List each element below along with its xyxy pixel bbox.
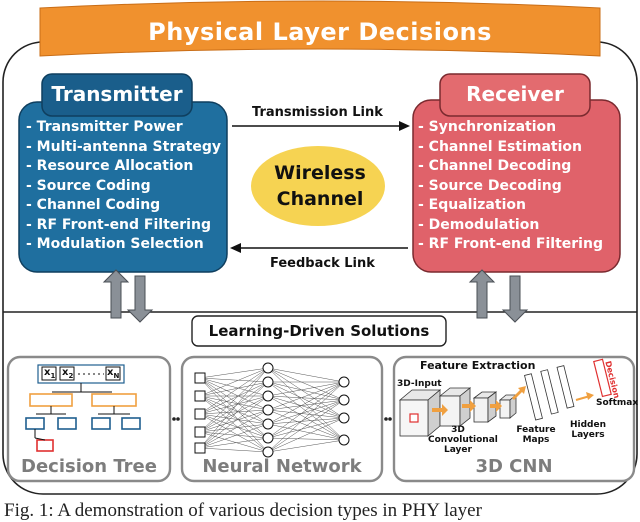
banner-title: Physical Layer Decisions (148, 18, 492, 46)
left-updown-arrows (102, 269, 154, 323)
tree-leaf-2 (57, 417, 77, 430)
cnn-conv-line1: 3D (451, 425, 465, 435)
tree-leaf-3 (91, 417, 111, 430)
nn-hidden-node (262, 376, 274, 388)
nn-input-node (194, 442, 206, 454)
tree-x1-var: x (44, 367, 51, 378)
figure-caption: Fig. 1: A demonstration of various decis… (4, 500, 482, 521)
nn-input-node (194, 390, 206, 402)
tree-leaf-1 (25, 417, 45, 430)
nn-hidden-node (262, 418, 274, 430)
cnn-graphic (398, 358, 612, 437)
wireless-channel-line1: Wireless (274, 162, 366, 184)
decision-tree-caption: Decision Tree (21, 456, 157, 477)
cnn-conv-line2: Convolutional (428, 435, 498, 445)
nn-hidden-node (262, 362, 274, 374)
wireless-channel-ellipse (251, 146, 385, 226)
tree-input-x1 (41, 366, 57, 381)
tree-leaf-4 (121, 417, 141, 430)
feedback-link-label: Feedback Link (270, 256, 375, 271)
transmitter-title: Transmitter (51, 82, 183, 106)
nn-hidden-node (262, 404, 274, 416)
receiver-header (439, 73, 591, 117)
cnn-caption: 3D CNN (475, 456, 553, 477)
neural-network-graphic (194, 362, 350, 458)
cnn-hidden-label: Hidden Layers (568, 420, 608, 440)
banner-ribbon (39, 0, 601, 57)
right-updown-arrows (468, 269, 529, 323)
nn-output-node (338, 376, 350, 388)
tree-x2-label: x2 (62, 367, 73, 380)
nn-hidden-node (262, 446, 274, 458)
cnn-feature-maps-line1: Feature (516, 425, 556, 435)
tree-x1-sub: 1 (50, 372, 56, 380)
wireless-channel-label: Wireless Channel (252, 160, 388, 212)
nn-input-node (194, 426, 206, 438)
feedback-arrowhead (230, 243, 241, 253)
tx-item: - Channel Coding (26, 197, 161, 213)
receiver-decision-list: - Synchronization - Channel Estimation - C… (418, 118, 603, 255)
tree-node-left (29, 393, 73, 407)
cnn-feature-maps-line2: Maps (522, 435, 550, 445)
feature-extraction-label: Feature Extraction (420, 359, 536, 372)
rx-item: - Demodulation (418, 216, 540, 233)
nn-output-node (338, 412, 350, 424)
nn-input-node (194, 372, 206, 384)
tree-xn-sub: N (113, 372, 120, 380)
decision-tree-graphic (25, 364, 141, 452)
rx-item: - Source Decoding (418, 177, 562, 194)
wireless-channel-line2: Channel (276, 188, 364, 210)
nn-output-node (338, 394, 350, 406)
rx-item: - RF Front-end Filtering (418, 236, 603, 252)
tx-item: - Transmitter Power (26, 119, 183, 135)
transmission-link-label: Transmission Link (252, 105, 383, 120)
tx-item: - Multi-antenna Strategy (26, 138, 222, 155)
rx-item: - Synchronization (418, 119, 557, 135)
nn-hidden-node (262, 390, 274, 402)
nn-input-node (194, 408, 206, 420)
tree-x2-var: x (62, 367, 69, 378)
transmitter-decision-list: - Transmitter Power - Multi-antenna Strat… (26, 118, 221, 255)
rx-item: - Channel Decoding (418, 158, 572, 174)
receiver-title: Receiver (466, 82, 564, 106)
nn-output-node (338, 434, 350, 446)
rx-item: - Channel Estimation (418, 138, 582, 155)
rx-item: - Equalization (418, 197, 526, 213)
tx-item: - Resource Allocation (26, 158, 194, 174)
cnn-conv-label: 3D Convolutional Layer (428, 425, 498, 455)
tree-node-right (91, 393, 137, 407)
tree-xn-label: xN (107, 367, 119, 380)
cnn-feature-maps-label: Feature Maps (514, 425, 558, 445)
tree-input-x2 (59, 366, 75, 381)
cnn-input-label: 3D-Input (397, 379, 442, 389)
transmission-arrowhead (399, 121, 410, 131)
cnn-softmax-label: Softmax (596, 398, 639, 408)
neural-network-caption: Neural Network (202, 456, 362, 477)
learning-driven-solutions-label: Learning-Driven Solutions (208, 322, 430, 340)
tree-x2-sub: 2 (68, 372, 74, 380)
tree-x1-label: x1 (44, 367, 55, 380)
tx-item: - RF Front-end Filtering (26, 216, 211, 233)
tree-decision-leaf (36, 439, 54, 452)
panel-separators (172, 417, 392, 421)
tx-item: - Source Coding (26, 177, 151, 194)
cnn-conv-line3: Layer (444, 445, 472, 455)
tx-item: - Modulation Selection (26, 236, 204, 252)
nn-hidden-node (262, 432, 274, 444)
transmitter-header (41, 73, 193, 117)
cnn-hidden-line2: Layers (571, 430, 605, 440)
learning-label-box (191, 315, 447, 347)
cnn-hidden-line1: Hidden (569, 420, 606, 430)
tree-input-xn (105, 366, 121, 381)
tree-xn-var: x (107, 367, 114, 378)
